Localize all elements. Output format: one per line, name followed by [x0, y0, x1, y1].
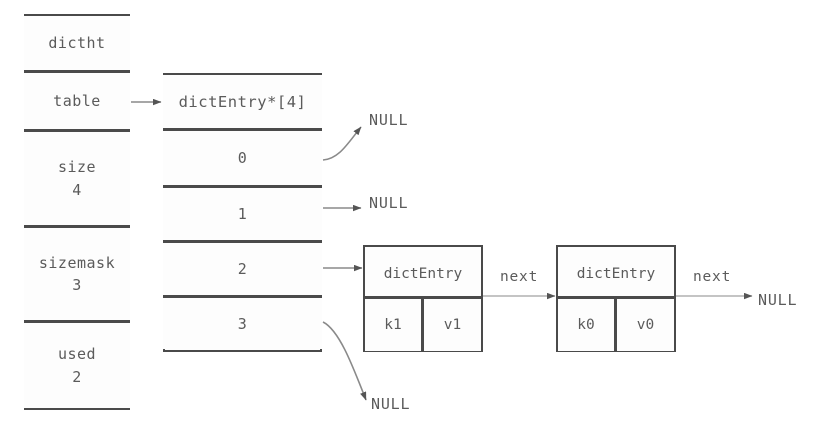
dictentry-node-1-title: dictEntry: [365, 247, 481, 300]
dictentry-node-1-value: v1: [424, 299, 481, 351]
struct-field-sizemask-value: 3: [72, 276, 82, 294]
struct-title-label: dictht: [48, 33, 106, 52]
struct-divider-2: [24, 129, 130, 132]
struct-field-used-label: used: [57, 345, 97, 363]
dictentry-node-2-value-label: v0: [636, 317, 655, 333]
array-header-cell: dictEntry*[4]: [163, 75, 322, 128]
array-divider-3: [163, 295, 322, 298]
dictentry-node-1-kv-divider: [421, 296, 424, 352]
struct-field-size-value: 4: [72, 180, 82, 199]
array-slot-0-label: 0: [237, 149, 248, 167]
array-header-label: dictEntry*[4]: [178, 92, 307, 111]
next-label-2: next: [693, 269, 732, 285]
array-slot-1[interactable]: 1: [163, 188, 322, 240]
dictentry-node-2-key-label: k0: [577, 317, 595, 333]
array-slot-0[interactable]: 0: [163, 131, 322, 185]
array-slot-3[interactable]: 3: [163, 298, 322, 349]
null-label-slot0: NULL: [369, 111, 409, 129]
dictentry-node-1-key-label: k1: [384, 317, 402, 333]
array-divider-2: [163, 240, 322, 243]
arrow-slot3-to-null: [322, 321, 367, 401]
struct-title-cell: dictht: [24, 16, 130, 70]
null-label-slot3: NULL: [371, 395, 411, 413]
struct-field-size-label: size: [57, 158, 97, 176]
next-label-1: next: [500, 269, 539, 285]
array-slot-2[interactable]: 2: [163, 243, 322, 295]
struct-field-sizemask: sizemask 3: [24, 228, 130, 320]
struct-field-used-value: 2: [72, 367, 82, 386]
dictentry-node-2-kv-divider: [614, 296, 617, 352]
struct-field-table-label: table: [53, 91, 101, 110]
dictentry-node-2-title-label: dictEntry: [576, 265, 656, 282]
struct-divider-1: [24, 70, 130, 73]
array-slot-1-label: 1: [237, 205, 248, 223]
array-divider-1: [163, 185, 322, 188]
struct-divider-4: [24, 320, 130, 323]
null-label-slot1: NULL: [369, 194, 409, 212]
dictentry-node-2-key: k0: [558, 299, 614, 351]
dictentry-node-1-value-label: v1: [443, 317, 462, 333]
null-label-tail: NULL: [758, 291, 798, 309]
arrow-slot0-to-null: [322, 126, 362, 161]
array-divider-0: [163, 128, 322, 131]
struct-field-size: size 4: [24, 132, 130, 225]
struct-field-sizemask-label: sizemask: [38, 253, 116, 272]
array-slot-3-label: 3: [237, 314, 248, 333]
struct-field-table: table: [24, 73, 130, 129]
dictentry-node-1-title-label: dictEntry: [383, 265, 463, 282]
struct-field-used: used 2: [24, 323, 130, 408]
dictentry-node-1-key: k1: [365, 299, 421, 351]
dictentry-node-2-title: dictEntry: [558, 247, 674, 300]
dictentry-node-2-value: v0: [617, 299, 674, 351]
array-slot-2-label: 2: [237, 260, 248, 278]
struct-divider-3: [24, 225, 130, 228]
